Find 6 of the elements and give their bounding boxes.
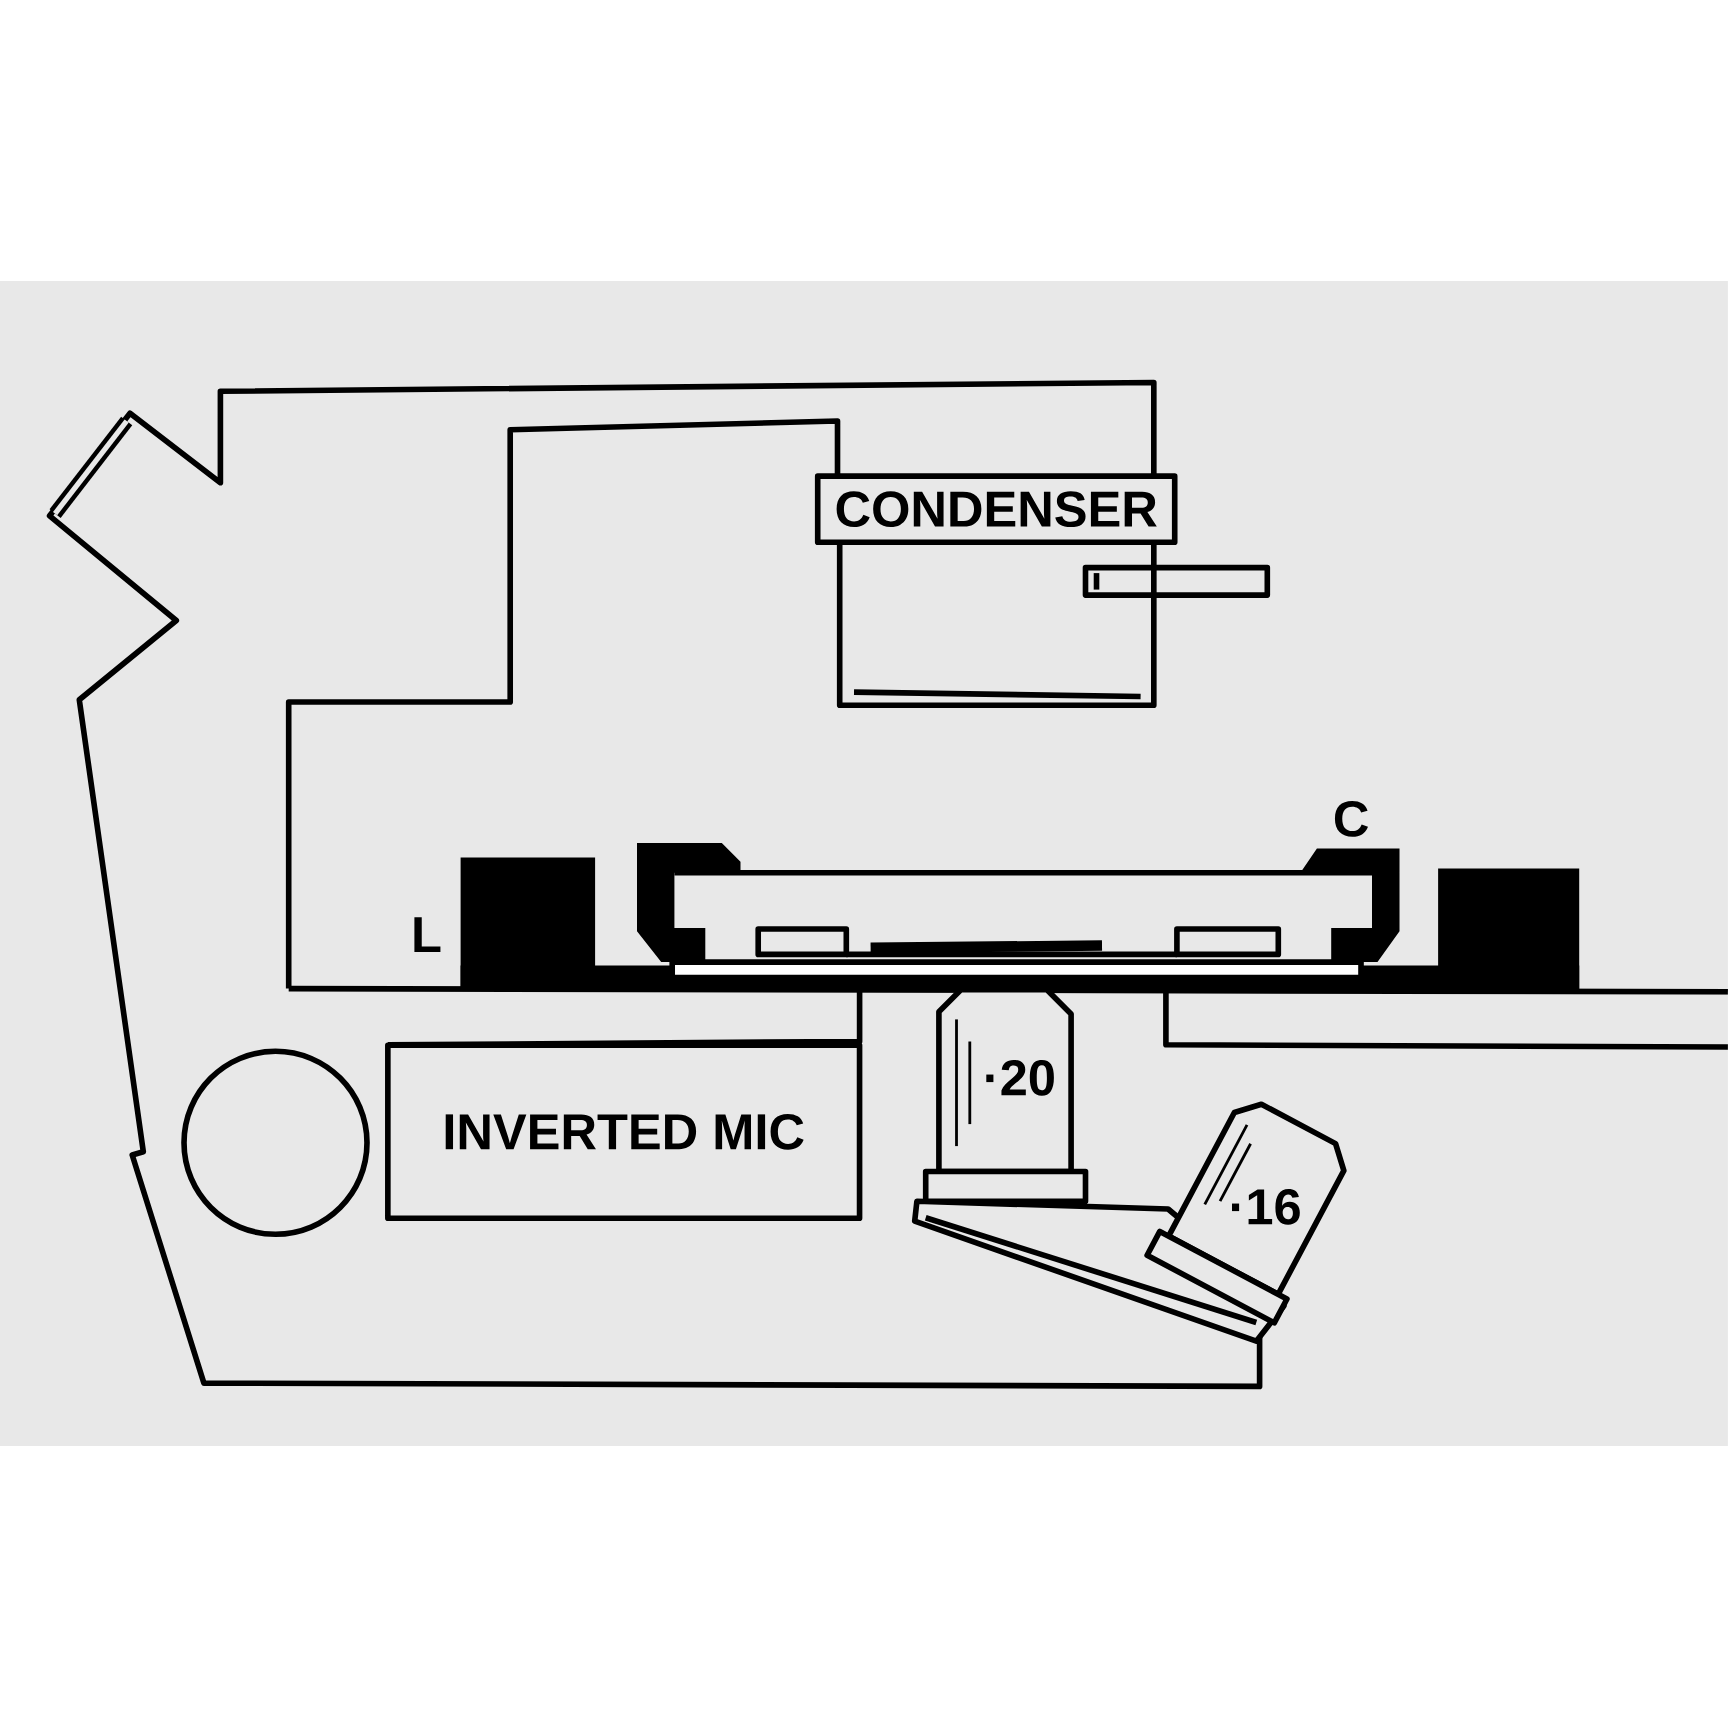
body-box: INVERTED MIC xyxy=(385,1042,863,1222)
objective: ·20 xyxy=(922,986,1089,1204)
objective: ·16 xyxy=(1144,1101,1347,1326)
part-label: C xyxy=(1334,801,1368,837)
part-label: L xyxy=(414,917,441,952)
condenser-box: CONDENSER xyxy=(814,473,1178,546)
